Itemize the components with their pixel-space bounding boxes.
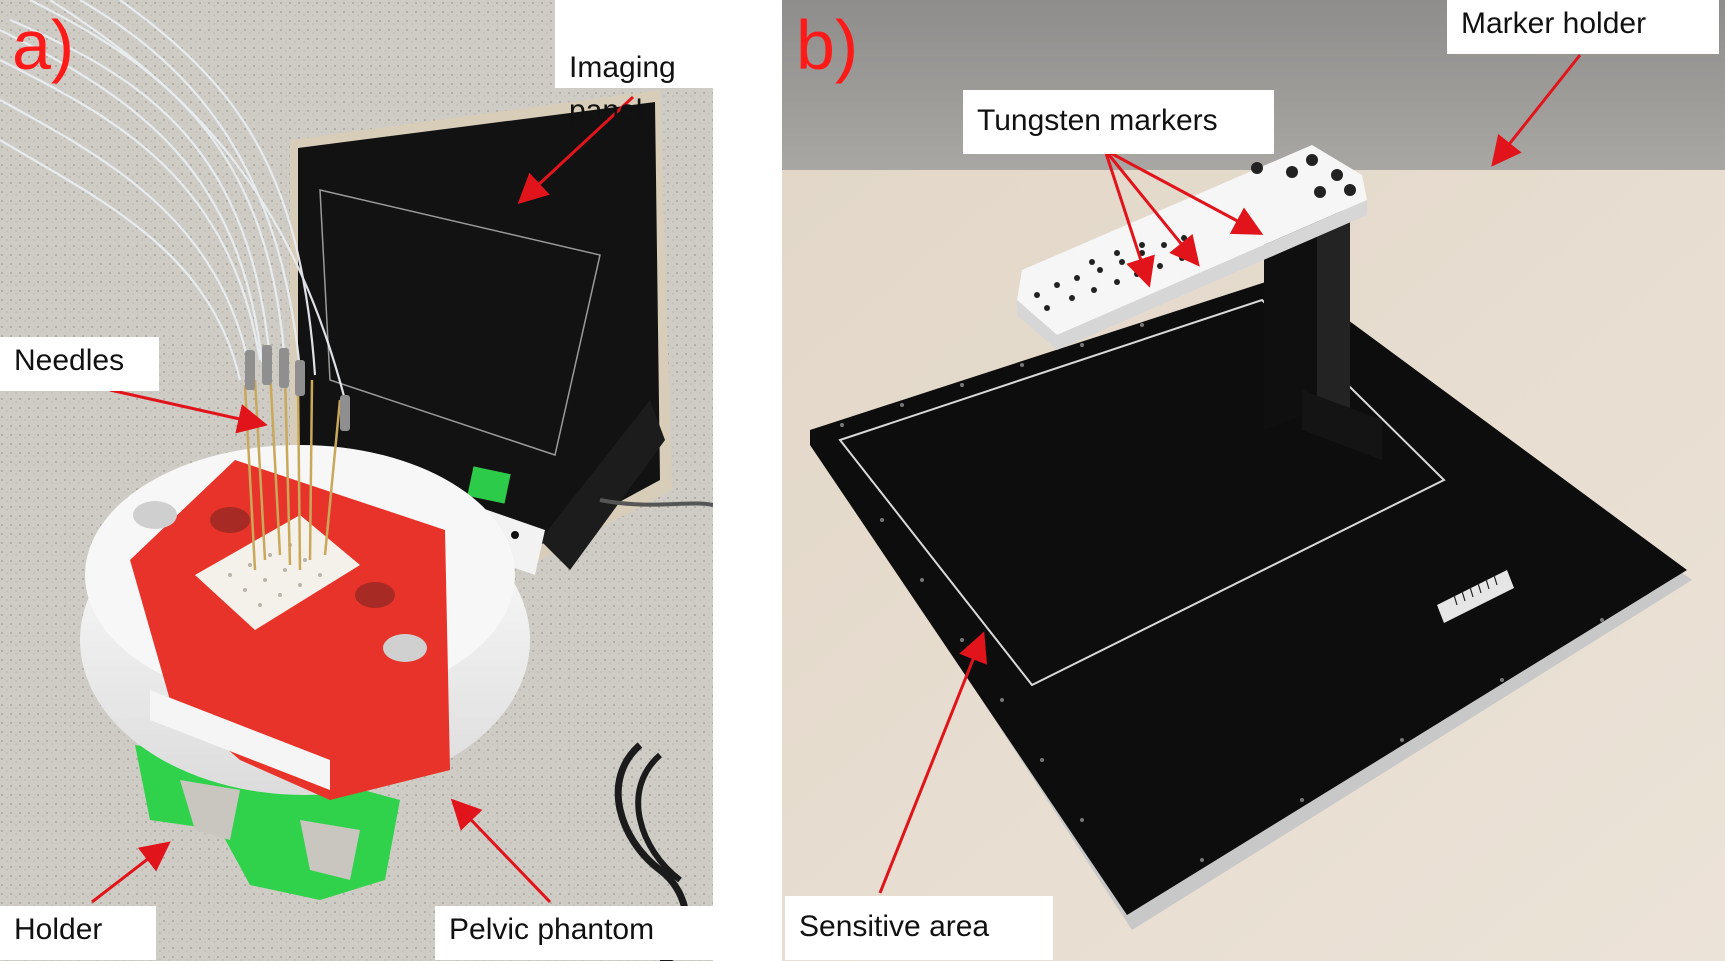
label-tungsten-markers-text: Tungsten markers bbox=[977, 104, 1218, 137]
label-pelvic-phantom-text: Pelvic phantom bbox=[449, 913, 655, 946]
label-holder: Holder bbox=[0, 906, 156, 960]
label-sensitive-area: Sensitive area bbox=[785, 896, 1053, 960]
label-needles: Needles bbox=[0, 337, 159, 391]
label-pelvic-phantom: Pelvic phantom bbox=[435, 906, 715, 960]
label-marker-holder-text: Marker holder bbox=[1461, 7, 1647, 40]
pelvic-phantom-setup-photo bbox=[0, 0, 713, 961]
label-marker-holder: Marker holder bbox=[1447, 0, 1719, 54]
label-imaging-panel: Imaging panel bbox=[555, 0, 713, 127]
label-needles-text: Needles bbox=[14, 344, 125, 377]
panel-a-letter: a) bbox=[12, 6, 75, 84]
panel-b-letter: b) bbox=[796, 6, 859, 84]
photo-panel-a: a) bbox=[0, 0, 713, 961]
label-tungsten-markers: Tungsten markers bbox=[963, 90, 1274, 154]
label-holder-text: Holder bbox=[14, 913, 103, 946]
label-sensitive-area-text: Sensitive area bbox=[799, 910, 990, 943]
